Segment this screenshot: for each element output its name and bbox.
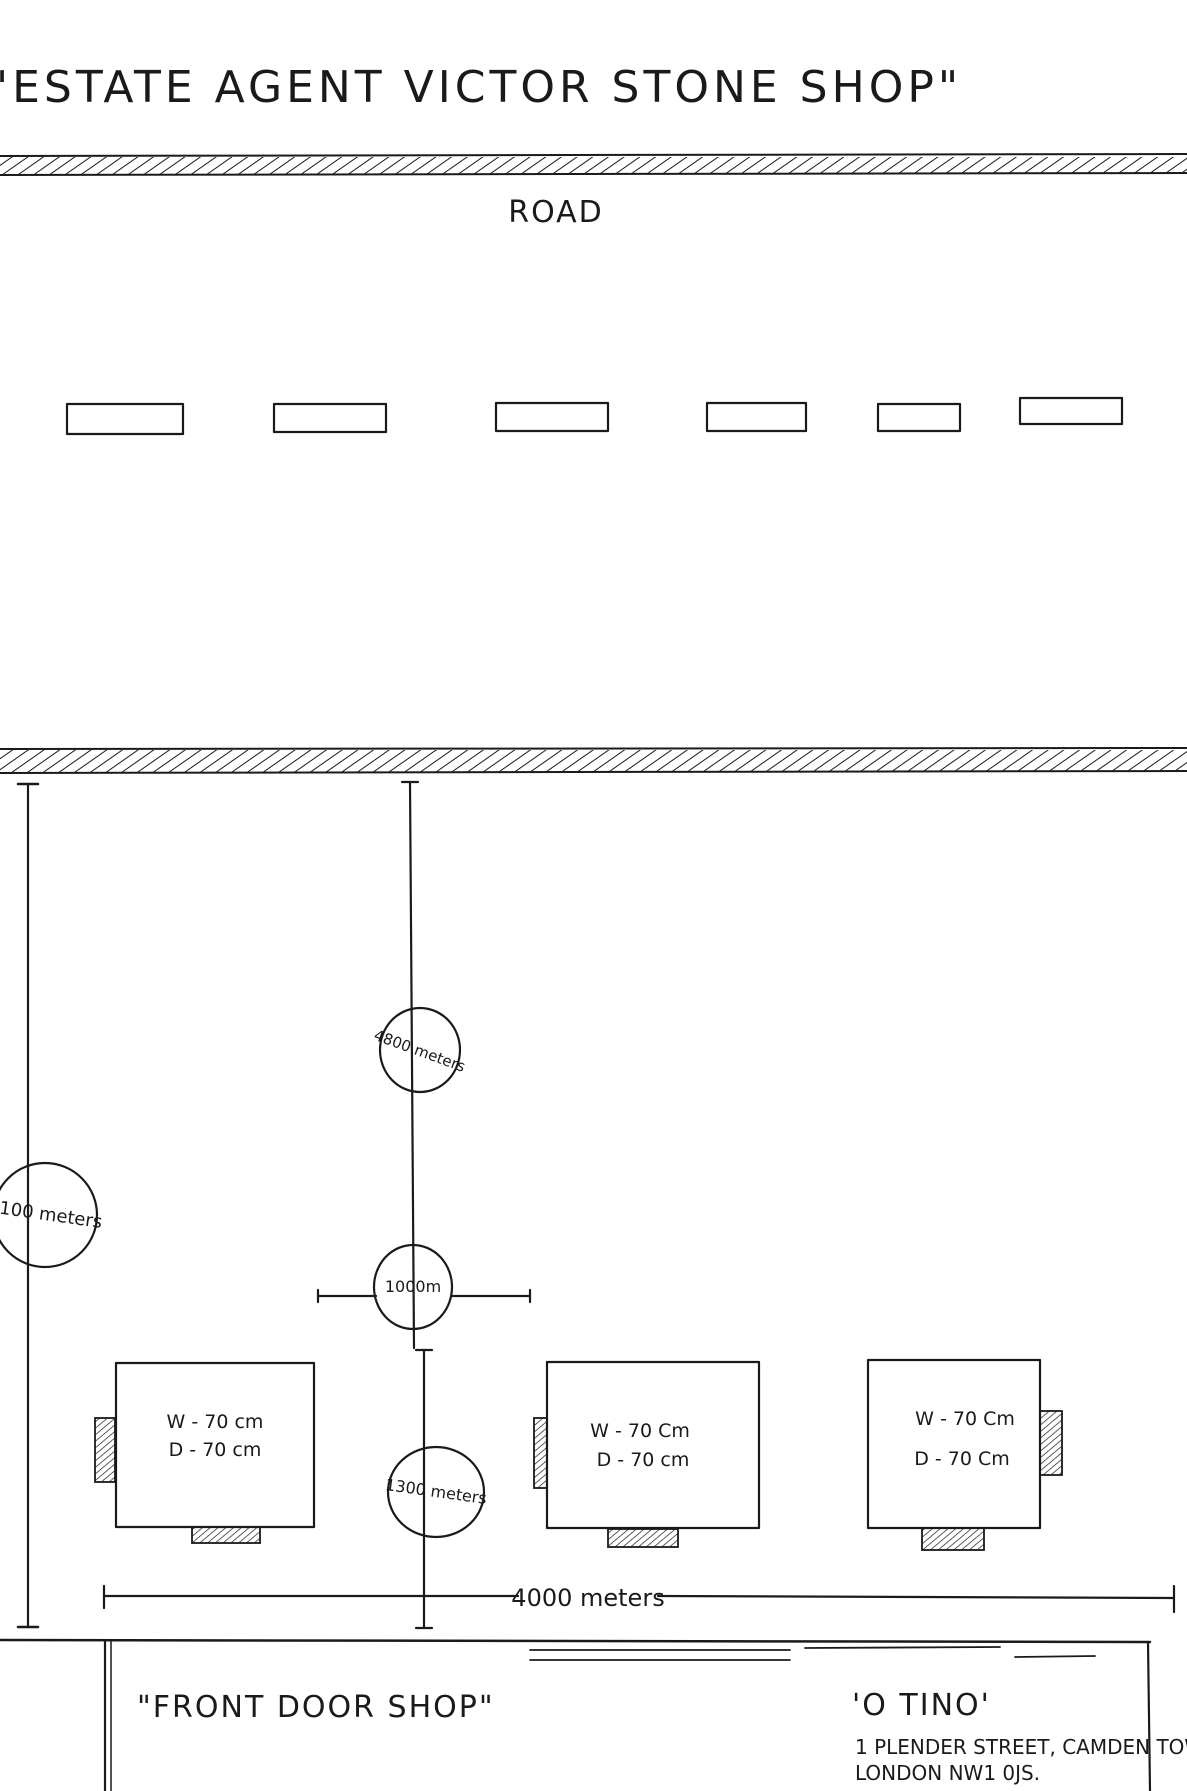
table-1-width: W - 70 cm (167, 1411, 264, 1433)
road-edge-top (0, 153, 1187, 176)
table-spacing-dimension: 1000m (316, 1243, 532, 1331)
table-to-front-dimension: 1300 meters (384, 1348, 488, 1630)
table-2-chair-front (607, 1528, 679, 1548)
road-to-table-label: 4800 meters (372, 1026, 468, 1076)
road-edge-bottom (0, 747, 1187, 774)
table-spacing-label: 1000m (385, 1277, 441, 1296)
road-label: ROAD (508, 195, 604, 230)
table-1-chair-front (191, 1526, 261, 1544)
table-1-chair-left (94, 1417, 116, 1483)
depth-dimension-label: 6100 meters (0, 1196, 104, 1233)
table-2-chair-left (533, 1417, 548, 1489)
table-1-depth: D - 70 cm (169, 1439, 262, 1461)
plan-title: "ESTATE AGENT VICTOR STONE SHOP" (0, 62, 962, 113)
row-width-dimension: 4000 meters (102, 1584, 1176, 1614)
road-to-table-dimension: 4800 meters (372, 780, 468, 1350)
shop-address-line2: LONDON NW1 0JS. (855, 1761, 1040, 1785)
shop-name: 'O TINO' (852, 1688, 991, 1723)
row-width-label: 4000 meters (511, 1584, 664, 1612)
table-3: W - 70 Cm D - 70 Cm (866, 1358, 1063, 1551)
table-to-front-label: 1300 meters (384, 1475, 488, 1508)
front-wall (0, 1638, 1152, 1791)
table-3-chair-front (921, 1527, 985, 1551)
road-lane-markings (65, 396, 1124, 436)
depth-dimension-line: 6100 meters (0, 782, 104, 1629)
table-3-width: W - 70 Cm (915, 1408, 1015, 1430)
table-3-chair-right (1039, 1410, 1063, 1476)
shop-address-line1: 1 PLENDER STREET, CAMDEN TOWN (855, 1735, 1187, 1759)
front-door-label: "FRONT DOOR SHOP" (137, 1690, 495, 1725)
table-2: W - 70 Cm D - 70 cm (533, 1360, 761, 1548)
table-1: W - 70 cm D - 70 cm (94, 1361, 316, 1544)
table-3-depth: D - 70 Cm (914, 1448, 1010, 1470)
table-2-depth: D - 70 cm (597, 1449, 690, 1471)
table-2-width: W - 70 Cm (590, 1420, 690, 1442)
